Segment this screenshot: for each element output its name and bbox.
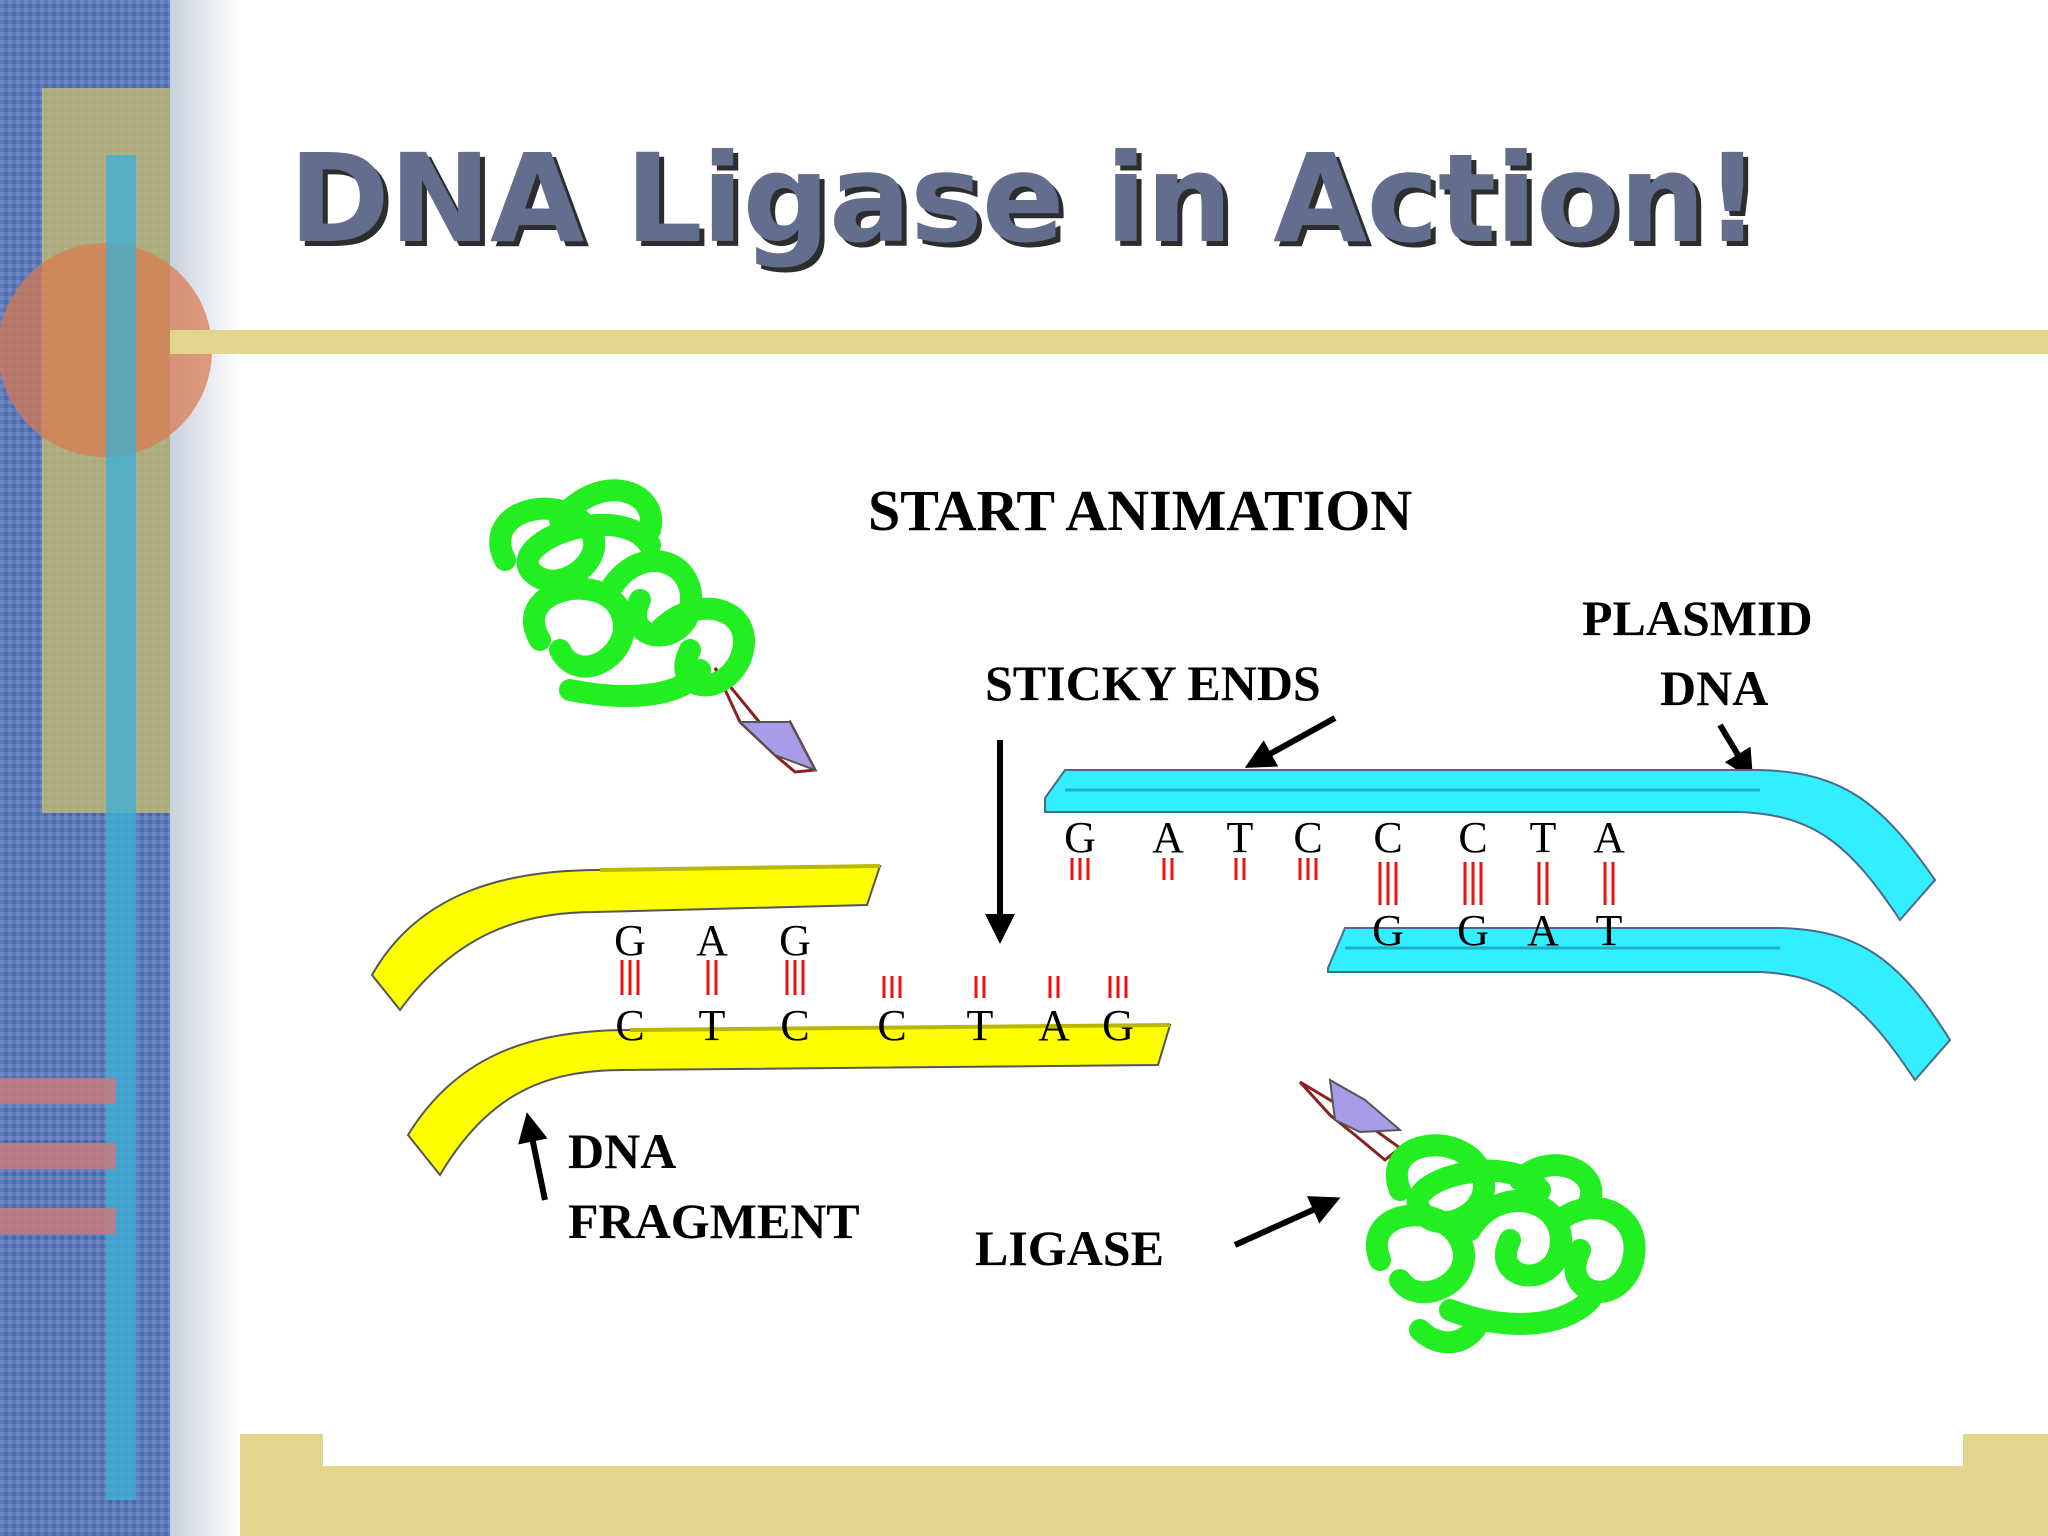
sticky-ends-diagonal-arrow (1244, 715, 1337, 768)
plasmid-label-line2: DNA (1660, 660, 1768, 716)
fragment-label-line2: FRAGMENT (568, 1193, 860, 1249)
base-letter: A (1152, 813, 1184, 862)
base-letter: C (877, 1001, 906, 1050)
base-letter: C (1458, 813, 1487, 862)
base-letter: G (779, 916, 811, 965)
plasmid-top-bases: G A T C C C T A (1064, 813, 1625, 862)
base-letter: C (1373, 813, 1402, 862)
ligase-arrow (1233, 1196, 1341, 1248)
ligase-coil-icon (489, 479, 755, 707)
base-letter: T (1530, 813, 1557, 862)
base-letter: C (615, 1001, 644, 1050)
plasmid-bottom-strand (1327, 927, 1952, 1082)
plasmid-label-line1: PLASMID (1582, 590, 1813, 646)
fragment-arrow (518, 1112, 548, 1201)
base-letter: A (1038, 1001, 1070, 1050)
start-animation-label[interactable]: START ANIMATION (868, 478, 1412, 543)
pointer-arrows (518, 715, 1754, 1248)
fragment-top-strand (370, 864, 882, 1012)
base-letter: T (699, 1001, 726, 1050)
fragment-label-line1: DNA (568, 1123, 676, 1179)
plasmid-bonds (1070, 858, 1615, 905)
fragment-bonds (620, 960, 1128, 998)
base-letter: G (1372, 906, 1404, 955)
ligase-enzyme-bottom (1298, 1078, 1646, 1354)
base-letter: T (1596, 906, 1623, 955)
base-letter: T (1227, 813, 1254, 862)
ligase-enzyme-top (489, 479, 818, 774)
base-letter: A (1527, 906, 1559, 955)
base-letter: C (1293, 813, 1322, 862)
base-letter: G (1064, 813, 1096, 862)
dna-fragment (370, 864, 1172, 1177)
slide-title: DNA Ligase in Action! (288, 128, 1761, 270)
plasmid-arrow (1717, 723, 1754, 781)
base-letter: G (614, 916, 646, 965)
ligase-coil-icon (1366, 1134, 1646, 1354)
plasmid-dna (1044, 769, 1952, 1082)
base-letter: A (696, 916, 728, 965)
fragment-top-bases: G A G (614, 916, 811, 965)
base-letter: A (1593, 813, 1625, 862)
base-letter: G (1102, 1001, 1134, 1050)
hydrogen-bonds (620, 858, 1615, 998)
plasmid-top-strand (1044, 769, 1937, 922)
fragment-bottom-bases: C T C C T A G (615, 1001, 1134, 1050)
base-letter: C (780, 1001, 809, 1050)
gold-divider-bars (170, 330, 2048, 1536)
base-letter: G (1457, 906, 1489, 955)
base-letter: T (967, 1001, 994, 1050)
plasmid-bottom-bases: G G A T (1372, 906, 1622, 955)
ligase-label: LIGASE (975, 1220, 1164, 1276)
ligase-active-site-icon (1328, 1078, 1403, 1134)
ligase-active-site-icon (737, 721, 818, 772)
sidebar-panel (0, 0, 240, 1536)
fragment-bottom-strand (406, 1023, 1172, 1177)
sticky-ends-label: STICKY ENDS (985, 655, 1321, 711)
